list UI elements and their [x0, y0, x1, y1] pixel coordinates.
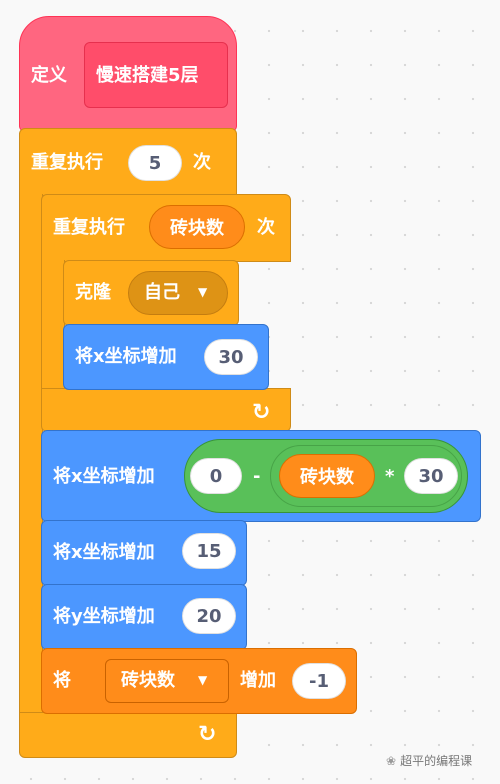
- change-x-15-label: 将x坐标增加: [53, 542, 155, 563]
- clone-target-value: 自己: [144, 282, 180, 303]
- change-variable-suffix: 增加: [240, 670, 276, 691]
- outer-repeat-count-input[interactable]: 5: [128, 145, 182, 181]
- chevron-down-icon: ▼: [198, 673, 208, 687]
- subtract-left-input[interactable]: 0: [190, 458, 242, 494]
- inner-repeat-suffix: 次: [257, 217, 275, 238]
- change-y-label: 将y坐标增加: [53, 606, 155, 627]
- custom-block-prototype[interactable]: [84, 42, 228, 108]
- change-x-15-value-input[interactable]: 15: [182, 533, 236, 569]
- watermark: ❀ 超平的编程课: [386, 752, 472, 769]
- change-x-label: 将x坐标增加: [75, 346, 177, 367]
- change-x-value-input[interactable]: 30: [204, 339, 258, 375]
- custom-block-name: 慢速搭建5层: [96, 65, 199, 86]
- variable-dropdown-value: 砖块数: [121, 670, 175, 691]
- change-x-expression-label: 将x坐标增加: [53, 466, 155, 487]
- chevron-down-icon: ▼: [198, 285, 208, 299]
- define-label: 定义: [31, 65, 67, 86]
- inner-repeat-label: 重复执行: [53, 217, 125, 238]
- variable-dropdown[interactable]: [105, 659, 229, 703]
- inner-repeat-arm: [41, 260, 65, 390]
- change-variable-value-input[interactable]: -1: [292, 663, 346, 699]
- minus-sign: -: [253, 466, 261, 487]
- outer-repeat-arm: [19, 194, 43, 714]
- change-y-value-input[interactable]: 20: [182, 598, 236, 634]
- outer-repeat-foot: [19, 712, 237, 758]
- outer-repeat-suffix: 次: [193, 152, 211, 173]
- loop-arrow-icon: ↻: [252, 400, 271, 425]
- chat-icon: ❀: [386, 753, 397, 768]
- clone-label: 克隆: [75, 282, 111, 303]
- change-variable-prefix: 将: [53, 670, 71, 691]
- watermark-text: 超平的编程课: [400, 754, 473, 768]
- loop-arrow-icon: ↻: [198, 722, 217, 747]
- multiply-sign: *: [385, 466, 395, 487]
- outer-repeat-label: 重复执行: [31, 152, 103, 173]
- multiply-right-input[interactable]: 30: [404, 458, 458, 494]
- clone-target-dropdown[interactable]: [128, 271, 228, 315]
- multiply-variable[interactable]: 砖块数: [279, 454, 375, 498]
- inner-repeat-count-variable[interactable]: 砖块数: [149, 205, 245, 249]
